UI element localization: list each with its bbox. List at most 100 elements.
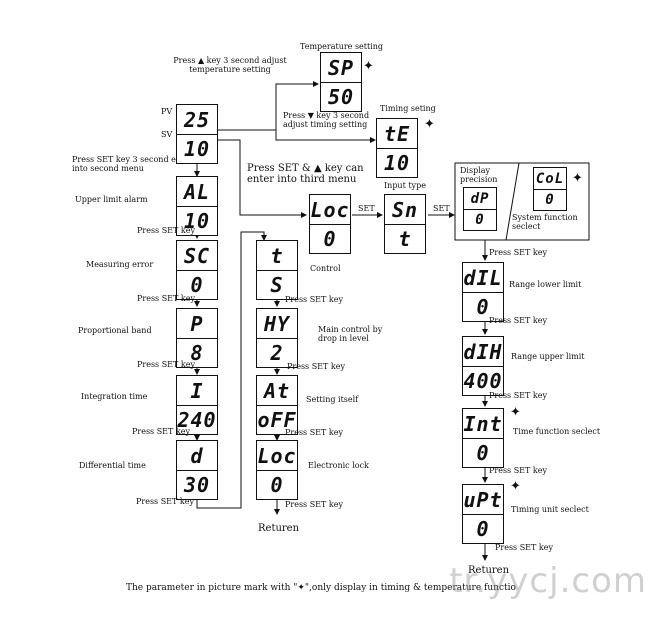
electronic-lock-label: Electronic lock	[308, 461, 369, 470]
display-top: Sn	[385, 195, 425, 225]
display-top: I	[177, 376, 217, 406]
display-bottom: 240	[177, 407, 217, 432]
star-mark-icon: ✦	[363, 59, 374, 74]
press-set-key-label: Press SET key	[137, 294, 195, 303]
press-set-key-label: Press SET key	[137, 226, 195, 235]
watermark: tr.yycj.com	[449, 561, 647, 601]
display-system-function: CoL 0	[533, 167, 567, 211]
star-mark-icon: ✦	[510, 479, 521, 494]
press-down-note: Press ▼ key 3 second adjust timing setti…	[283, 111, 370, 129]
star-mark-icon: ✦	[572, 171, 583, 186]
star-mark-icon: ✦	[510, 405, 521, 420]
input-type-label: Input type	[384, 181, 426, 190]
main-control-label: Main control by drop in level	[318, 325, 383, 343]
measuring-error-label: Measuring error	[86, 260, 154, 269]
display-measuring-error: SC 0	[176, 240, 218, 300]
press-set-3s-note: Press SET key 3 second enter into second…	[72, 155, 193, 173]
display-top: P	[177, 309, 217, 339]
display-top: Loc	[310, 195, 350, 225]
display-top: dP	[464, 188, 496, 210]
display-bottom: 10	[383, 150, 411, 175]
display-main-control: HY 2	[256, 308, 298, 368]
display-bottom: 0	[190, 272, 204, 297]
press-set-key-label: Press SET key	[137, 360, 195, 369]
display-time-function: Int 0	[462, 408, 504, 468]
display-timing-unit: uPt 0	[462, 484, 504, 544]
set-label: SET	[358, 204, 375, 213]
display-range-upper: dIH 400	[462, 336, 504, 396]
proportional-band-label: Proportional band	[78, 326, 152, 335]
display-pv-sv: 25 10	[176, 104, 218, 164]
display-bottom: 0	[475, 211, 485, 228]
set-label: SET	[433, 204, 450, 213]
timing-setting-label: Timing seting	[380, 104, 436, 113]
display-bottom: 0	[545, 191, 555, 208]
differential-time-label: Differential time	[79, 461, 146, 470]
display-lock-third-menu: Loc 0	[309, 194, 351, 254]
display-top: 25	[177, 105, 217, 135]
range-lower-label: Range lower limit	[509, 280, 582, 289]
press-set-key-label: Press SET key	[495, 543, 553, 552]
press-set-key-label: Press SET key	[489, 248, 547, 257]
display-range-lower: dIL 0	[462, 262, 504, 322]
display-precision-label: Display precision	[460, 166, 498, 184]
upper-limit-alarm-label: Upper limit alarm	[75, 195, 148, 204]
press-set-key-label: Press SET key	[489, 466, 547, 475]
display-bottom: 10	[183, 136, 211, 161]
press-set-key-label: Press SET key	[285, 500, 343, 509]
display-timing-setting: tE 10	[376, 118, 418, 178]
display-bottom: oFF	[257, 407, 297, 432]
display-top: AL	[177, 177, 217, 207]
display-bottom: 400	[463, 368, 503, 393]
display-top: dIH	[463, 337, 503, 367]
display-top: CoL	[534, 168, 566, 190]
display-bottom: 50	[327, 84, 355, 109]
display-precision: dP 0	[463, 187, 497, 231]
press-set-key-label: Press SET key	[285, 295, 343, 304]
press-set-key-label: Press SET key	[136, 497, 194, 506]
display-setting-itself: At oFF	[256, 375, 298, 435]
display-bottom: 0	[476, 294, 490, 319]
display-bottom: 0	[323, 226, 337, 251]
press-set-up-note: Press SET & ▲ key can enter into third m…	[247, 163, 364, 185]
press-set-key-label: Press SET key	[285, 428, 343, 437]
press-set-key-label: Press SET key	[489, 316, 547, 325]
display-top: SC	[177, 241, 217, 271]
display-top: dIL	[463, 263, 503, 293]
sv-label: SV	[161, 130, 173, 139]
returen-label: Returen	[258, 523, 300, 534]
display-top: Loc	[257, 441, 297, 471]
display-bottom: 2	[270, 340, 284, 365]
temperature-setting-label: Temperature setting	[300, 42, 384, 51]
press-set-key-label: Press SET key	[132, 427, 190, 436]
setting-itself-label: Setting itself	[306, 395, 359, 404]
display-bottom: 0	[270, 472, 284, 497]
press-set-key-label: Press SET key	[489, 391, 547, 400]
pv-label: PV	[161, 107, 173, 116]
display-top: Int	[463, 409, 503, 439]
display-differential-time: d 30	[176, 440, 218, 500]
footer-note: The parameter in picture mark with "✦",o…	[126, 583, 516, 593]
display-bottom: S	[270, 272, 284, 297]
display-integration-time: I 240	[176, 375, 218, 435]
time-function-label: Time function seclect	[513, 427, 601, 436]
display-electronic-lock: Loc 0	[256, 440, 298, 500]
integration-time-label: Integration time	[81, 392, 148, 401]
display-upper-limit-alarm: AL 10	[176, 176, 218, 236]
range-upper-label: Range upper limit	[511, 352, 585, 361]
display-bottom: 0	[476, 440, 490, 465]
display-top: HY	[257, 309, 297, 339]
press-set-key-label: Press SET key	[287, 362, 345, 371]
star-mark-icon: ✦	[424, 117, 435, 132]
display-proportional-band: P 8	[176, 308, 218, 368]
display-temperature-setting: SP 50	[320, 52, 362, 112]
display-bottom: 30	[183, 472, 211, 497]
display-bottom: t	[398, 226, 412, 251]
display-top: d	[177, 441, 217, 471]
display-top: t	[257, 241, 297, 271]
returen-label: Returen	[468, 565, 510, 576]
display-top: At	[257, 376, 297, 406]
display-bottom: 8	[190, 340, 204, 365]
display-top: uPt	[463, 485, 503, 515]
display-top: tE	[377, 119, 417, 149]
